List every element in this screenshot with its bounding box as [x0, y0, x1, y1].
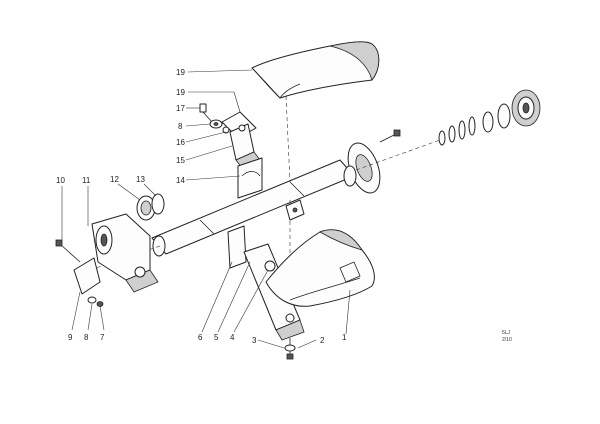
- callout-8-upper: 8: [178, 122, 183, 131]
- callout-19-bracket: 19: [176, 88, 185, 97]
- clamp-and-bolt: [55, 239, 104, 307]
- lower-bearing-housing: [91, 213, 159, 293]
- steering-column-cover-lower: [265, 229, 375, 307]
- callout-4: 4: [230, 333, 235, 342]
- drawing-code: 5LJ 2/10: [502, 330, 512, 343]
- steering-column-cover-upper: [251, 41, 380, 99]
- bolt-3: [284, 338, 296, 360]
- callout-15: 15: [176, 156, 185, 165]
- callout-9: 9: [68, 333, 73, 342]
- tube-clip: [285, 199, 305, 221]
- callout-16: 16: [176, 138, 185, 147]
- callout-3: 3: [252, 336, 257, 345]
- callout-1: 1: [342, 333, 347, 342]
- bearing-13: [151, 193, 165, 215]
- callout-12: 12: [110, 175, 119, 184]
- bearing-12: [136, 195, 156, 221]
- callout-14: 14: [176, 176, 185, 185]
- drawing-code-line2: 2/10: [502, 337, 512, 343]
- callout-13: 13: [136, 175, 145, 184]
- callout-2: 2: [320, 336, 325, 345]
- callout-17: 17: [176, 104, 185, 113]
- callout-6: 6: [198, 333, 203, 342]
- saddle-bracket-14: [237, 157, 263, 199]
- callout-19-upper: 19: [176, 68, 185, 77]
- column-flange: [343, 142, 381, 194]
- drawing-code-line1: 5LJ: [502, 330, 511, 336]
- upper-bearing-set: [438, 89, 541, 146]
- callout-8-lower: 8: [84, 333, 89, 342]
- callout-11: 11: [82, 176, 91, 185]
- mounting-bracket-upper: [221, 111, 261, 169]
- leader-lines: [61, 69, 351, 349]
- callout-7: 7: [100, 333, 105, 342]
- callout-labels: 19 19 17 8 16 15 14 10 11 12 13 9 8 7 6 …: [56, 68, 347, 345]
- callout-5: 5: [214, 333, 219, 342]
- flange-screw: [379, 129, 401, 143]
- bolt-17: [199, 103, 223, 129]
- callout-10: 10: [56, 176, 65, 185]
